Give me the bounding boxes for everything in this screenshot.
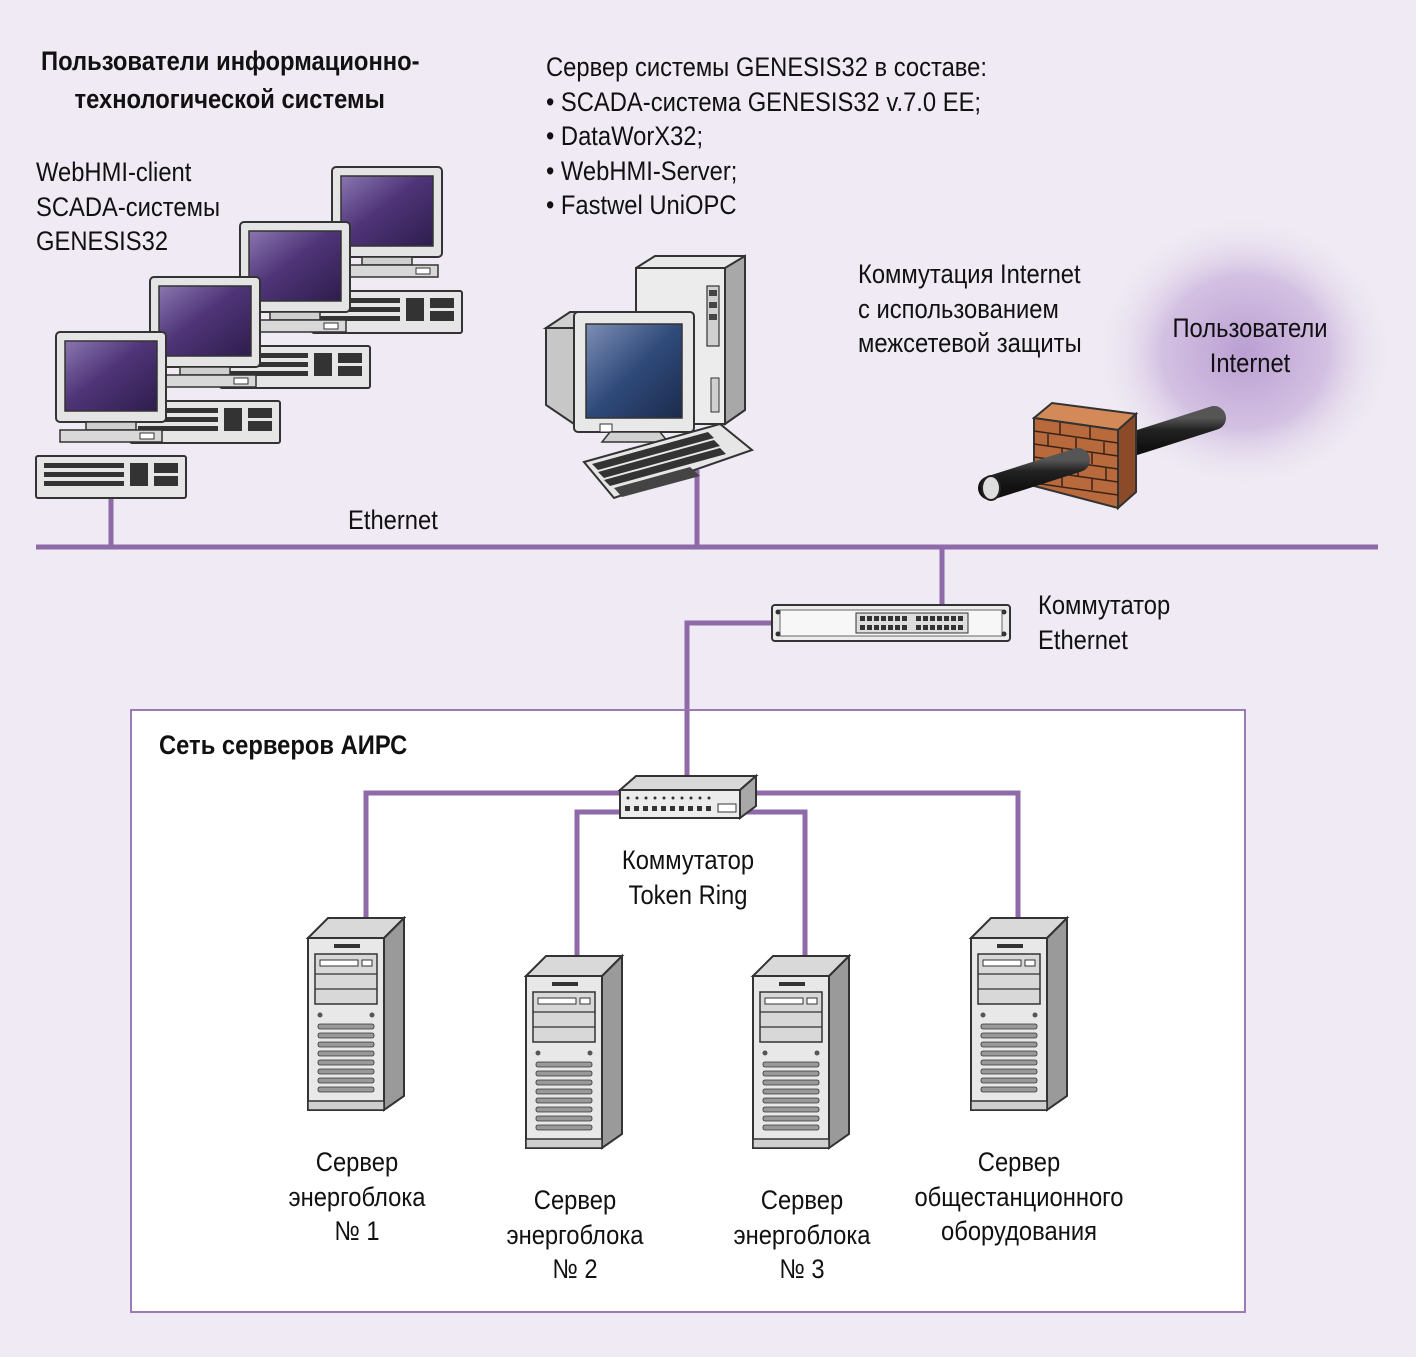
users-title-line-1: Пользователи информационно- <box>41 46 420 76</box>
server-description-line-1: Сервер системы GENESIS32 в составе: <box>546 52 987 82</box>
server-2-line-3: № 2 <box>552 1254 598 1284</box>
server-2-line-1: Сервер <box>533 1185 617 1215</box>
ethernet-switch-line-1: Коммутатор <box>1038 590 1171 620</box>
users-title-line-2: технологической системы <box>74 84 385 114</box>
server-2-line-2: энергоблока <box>506 1219 644 1250</box>
server-description-line-5: • Fastwel UniOPC <box>546 190 737 220</box>
genesis32-server-pc <box>542 254 755 500</box>
server-tower-1 <box>307 917 405 1111</box>
server-3-line-3: № 3 <box>779 1254 825 1284</box>
server-4-line-3: оборудования <box>940 1216 1097 1246</box>
ethernet-label: Ethernet <box>348 505 438 535</box>
ethernet-switch-label: Коммутатор Ethernet <box>1038 588 1170 657</box>
server-description-line-4: • WebHMI-Server; <box>546 155 738 186</box>
workstation-1 <box>35 331 187 499</box>
ethernet-switch <box>771 604 1011 642</box>
webhmi-client-line-2: SCADA-системы <box>36 191 221 222</box>
internet-users-label: Пользователи Internet <box>1162 311 1338 380</box>
internet-users-line-2: Internet <box>1209 347 1291 378</box>
server-4-line-2: общестанционного <box>914 1181 1124 1212</box>
token-ring-switch-line-2: Token Ring <box>628 879 748 910</box>
server-3-line-1: Сервер <box>760 1185 844 1215</box>
server-1-line-1: Сервер <box>315 1147 399 1177</box>
server-description-line-3: • DataWorX32; <box>546 121 704 151</box>
server-3-line-2: энергоблока <box>733 1219 871 1250</box>
server-tower-2 <box>525 955 623 1149</box>
server-label-4: Сервер общестанционного оборудования <box>909 1145 1129 1249</box>
server-tower-4 <box>970 917 1068 1111</box>
internet-switching-label: Коммутация Internet с использованием меж… <box>858 257 1082 361</box>
internet-switching-line-2: с использованием <box>858 293 1059 324</box>
webhmi-client-line-3: GENESIS32 <box>36 226 169 256</box>
token-ring-switch-label: Коммутатор Token Ring <box>600 843 776 912</box>
server-label-1: Сервер энергоблока № 1 <box>269 1145 445 1249</box>
server-1-line-2: энергоблока <box>288 1181 426 1212</box>
server-label-3: Сервер энергоблока № 3 <box>714 1183 890 1287</box>
token-ring-switch-line-1: Коммутатор <box>621 845 755 875</box>
users-title: Пользователи информационно- технологичес… <box>41 42 420 118</box>
webhmi-client-label: WebHMI-client SCADA-системы GENESIS32 <box>36 155 220 259</box>
firewall <box>978 401 1226 511</box>
server-1-line-3: № 1 <box>334 1216 380 1246</box>
internet-switching-line-1: Коммутация Internet <box>858 259 1081 289</box>
server-description: Сервер системы GENESIS32 в составе: • SC… <box>546 50 987 223</box>
server-4-line-1: Сервер <box>977 1147 1061 1177</box>
ethernet-switch-line-2: Ethernet <box>1038 624 1128 655</box>
airs-network-title: Сеть серверов АИРС <box>159 730 408 760</box>
internet-users-line-1: Пользователи <box>1172 313 1328 343</box>
server-tower-3 <box>752 955 850 1149</box>
internet-switching-line-3: межсетевой защиты <box>858 328 1082 358</box>
server-label-2: Сервер энергоблока № 2 <box>487 1183 663 1287</box>
server-description-line-2: • SCADA-система GENESIS32 v.7.0 EE; <box>546 86 982 117</box>
token-ring-switch <box>617 773 759 820</box>
webhmi-client-line-1: WebHMI-client <box>36 157 192 187</box>
